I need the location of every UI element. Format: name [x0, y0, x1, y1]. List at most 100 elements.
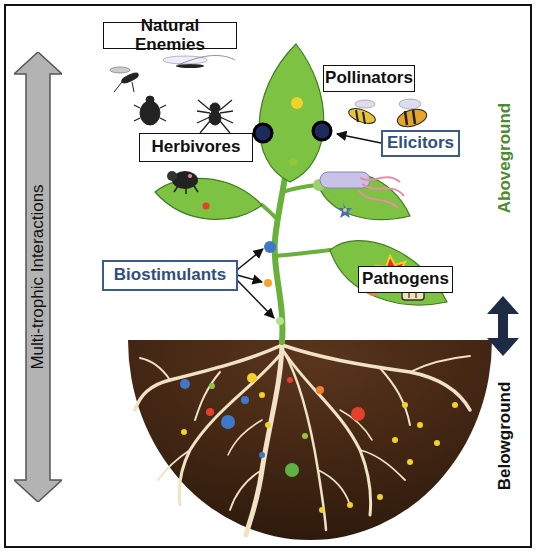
leader-arrows: [237, 280, 274, 318]
soil-particles: [377, 494, 383, 500]
node-label: Multi-trophic Interactions: [29, 184, 48, 369]
soil-particles: [180, 379, 190, 389]
leaf-markers: [343, 208, 347, 212]
soil-particles: [259, 452, 265, 458]
pollinator-icons: [347, 106, 377, 127]
leaf-markers: [254, 124, 272, 142]
leaf-markers: [264, 279, 272, 287]
roots: [230, 470, 262, 510]
soil-particles: [247, 373, 257, 383]
soil-particles: [417, 422, 423, 428]
soil-particles: [407, 459, 413, 465]
leaf-markers: [203, 203, 210, 210]
double-arrow-shape: [14, 52, 62, 502]
label-box: Biostimulants: [102, 260, 238, 291]
soil-particles: [181, 429, 187, 435]
soil-particles: [259, 392, 265, 398]
pollinator-icons: [356, 110, 365, 124]
plant-stem: [282, 185, 318, 192]
natural-enemy-icons: [146, 96, 154, 104]
plant-stem: [276, 250, 330, 256]
side-label: Belowground: [495, 382, 515, 491]
natural-enemy-icons: [176, 55, 235, 66]
leaf-markers: [264, 241, 276, 253]
soil-particles: [316, 386, 324, 394]
soil-particles: [180, 373, 458, 513]
leaves: [259, 44, 324, 182]
node-label: Elicitors: [387, 134, 454, 153]
soil-particles: [351, 407, 365, 421]
leaf-markers: [291, 97, 303, 109]
leader-arrows: [237, 249, 263, 270]
label-box: Natural Enemies: [103, 22, 237, 49]
leaf-markers: [338, 203, 352, 218]
soil-particles: [287, 377, 293, 383]
roots: [195, 372, 220, 420]
label-box: Pollinators: [323, 65, 415, 92]
soil-particles: [302, 433, 308, 439]
soil-particles: [285, 463, 299, 477]
soil-particles: [319, 507, 325, 513]
soil-particles: [402, 402, 408, 408]
node-label: Pathogens: [362, 270, 449, 289]
roots: [284, 352, 371, 515]
soil: [128, 340, 492, 540]
roots: [283, 350, 326, 530]
natural-enemy-icons: [197, 100, 233, 133]
above-below-arrow: [487, 296, 519, 356]
soil-particles: [206, 408, 214, 416]
roots: [179, 355, 280, 505]
natural-enemy-icons: [110, 55, 235, 133]
roots: [380, 368, 410, 425]
plant-stem: [262, 205, 276, 218]
pollinator-icons: [355, 100, 375, 108]
node-label: Herbivores: [152, 138, 241, 157]
roots: [158, 450, 190, 480]
natural-enemy-icons: [114, 82, 134, 92]
herbivore-beetle: [167, 171, 198, 194]
pollinator-icons: [347, 99, 429, 130]
natural-enemy-icons: [134, 105, 166, 121]
label-box: Elicitors: [381, 130, 460, 157]
pollinator-icons: [405, 110, 415, 125]
soil-particles: [265, 422, 271, 428]
outer-frame: [5, 5, 531, 547]
soil-particles: [209, 383, 215, 389]
leader-arrows: [237, 275, 262, 282]
node-label: Biostimulants: [114, 266, 226, 285]
soil: [128, 340, 492, 540]
pathogen-symbols: [358, 177, 404, 208]
leaves: [318, 173, 410, 220]
leaf-markers: [276, 317, 284, 325]
natural-enemy-icons: [209, 111, 221, 125]
roots: [140, 358, 170, 380]
interaction-arrow: Multi-trophic Interactions: [14, 52, 62, 502]
natural-enemy-icons: [121, 71, 140, 84]
soil-particles: [221, 415, 235, 429]
soil-particles: [347, 502, 353, 508]
label-box: Pathogens: [358, 266, 453, 293]
herbivore-beetle: [174, 186, 198, 194]
natural-enemy-icons: [140, 101, 160, 125]
soil-particles: [452, 402, 458, 408]
leaf-markers: [289, 158, 297, 166]
leader-arrows: [337, 134, 381, 143]
roots: [246, 340, 282, 535]
node-label: Natural Enemies: [104, 17, 236, 54]
pollinator-icons: [399, 99, 421, 109]
soil-particles: [241, 396, 249, 404]
herbivore-beetle: [167, 171, 177, 181]
soil-particles: [434, 440, 440, 446]
roots: [360, 450, 405, 480]
natural-enemy-icons: [176, 64, 204, 68]
node-label: Pollinators: [325, 69, 413, 88]
soil-particles: [392, 437, 398, 443]
above-below-arrow: [487, 296, 519, 356]
pollinator-icons: [395, 106, 428, 129]
leaves: [155, 178, 262, 219]
roots: [135, 340, 470, 535]
